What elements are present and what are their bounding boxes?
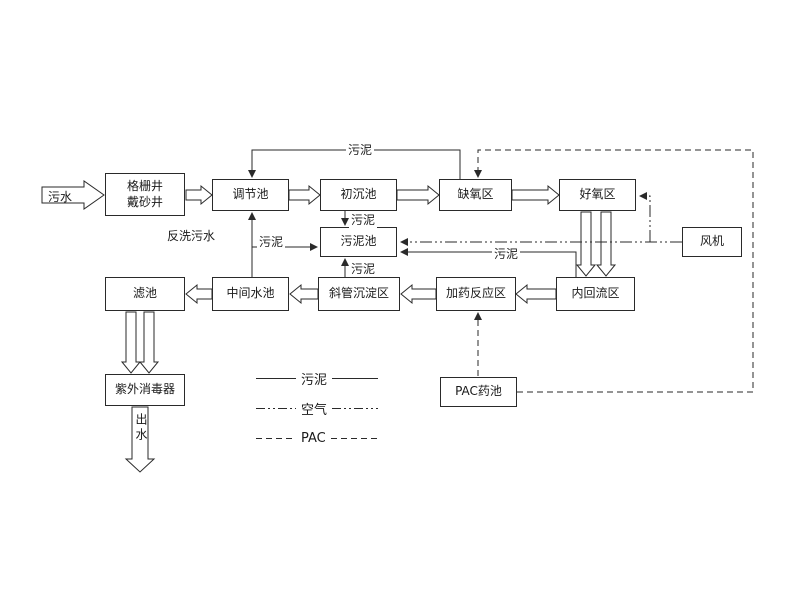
- box-grit-chamber: 格栅井 戴砂井: [105, 173, 185, 216]
- box-blower: 风机: [682, 227, 742, 257]
- pac-line-to-anoxic-zone: [474, 149, 754, 393]
- legend-line-dashed-right: [330, 437, 377, 439]
- influent-arrow: [41, 180, 105, 210]
- box-pac-tank: PAC药池: [440, 377, 517, 407]
- influent-label: 污水: [48, 190, 73, 204]
- sludge-line-inclined-to-sludge-tank: [341, 258, 349, 277]
- flow-arrow-filter-to-uv-2: [138, 311, 160, 374]
- legend: 污泥 空气 PAC: [256, 370, 379, 460]
- air-line-branch-to-aerobic: [639, 192, 651, 242]
- box-anoxic-zone: 缺氧区: [439, 179, 512, 211]
- flow-arrow-intermediate-to-filter: [185, 283, 213, 305]
- box-aerobic-zone: 好氧区: [559, 179, 636, 211]
- pac-line-to-dosing-zone: [474, 312, 482, 376]
- flow-arrow-filter-to-uv-1: [120, 311, 142, 374]
- flow-arrow-aerobic-to-reflux-2: [595, 211, 617, 277]
- sludge-line-reflux-to-sludge-tank: [400, 248, 577, 277]
- grit-chamber-label-line1: 格栅井: [126, 178, 163, 193]
- legend-item-sludge: 污泥: [256, 370, 379, 388]
- sludge-label-primary: 污泥: [349, 211, 378, 228]
- flow-arrow-regulating-to-primary: [288, 184, 321, 206]
- flow-arrow-inclined-to-intermediate: [289, 283, 319, 305]
- box-regulating-tank: 调节池: [212, 179, 289, 211]
- sludge-label-inclined: 污泥: [349, 260, 378, 277]
- effluent-arrow: [124, 406, 156, 473]
- box-uv-disinfector: 紫外消毒器: [105, 374, 185, 406]
- box-sludge-tank: 污泥池: [320, 227, 397, 257]
- air-line-blower-to-sludge-tank: [400, 238, 682, 246]
- sludge-label-branch: 污泥: [257, 233, 286, 250]
- flow-arrow-grit-to-regulating: [185, 184, 213, 206]
- box-intermediate-tank: 中间水池: [212, 277, 289, 311]
- legend-line-solid-right: [332, 377, 379, 379]
- box-filter-tank: 滤池: [105, 277, 185, 311]
- sludge-line-primary-to-sludge-tank: [341, 211, 349, 226]
- legend-line-solid-left: [256, 377, 296, 379]
- box-internal-reflux-zone: 内回流区: [556, 277, 635, 311]
- backwash-line-to-regulating: [248, 212, 256, 277]
- flow-arrow-primary-to-anoxic: [396, 184, 440, 206]
- legend-label-sludge: 污泥: [301, 372, 328, 388]
- flow-arrow-anoxic-to-aerobic: [511, 184, 560, 206]
- legend-label-pac: PAC: [301, 430, 326, 446]
- legend-line-dashdot-left: [256, 407, 296, 409]
- legend-line-dashed-left: [256, 437, 296, 439]
- flow-arrow-reflux-to-dosing: [515, 283, 557, 305]
- sludge-label-top: 污泥: [346, 141, 375, 158]
- box-dosing-reaction-zone: 加药反应区: [436, 277, 516, 311]
- box-inclined-tube-settling-zone: 斜管沉淀区: [318, 277, 400, 311]
- legend-label-air: 空气: [301, 402, 328, 418]
- grit-chamber-label-line2: 戴砂井: [126, 194, 163, 209]
- flow-arrow-aerobic-to-reflux-1: [575, 211, 597, 277]
- effluent-label: 出水: [134, 413, 148, 443]
- sludge-label-reflux: 污泥: [492, 245, 521, 262]
- legend-line-dashdot-right: [332, 407, 379, 409]
- legend-item-pac: PAC: [256, 430, 378, 446]
- legend-item-air: 空气: [256, 400, 379, 418]
- flow-arrow-dosing-to-inclined: [400, 283, 437, 305]
- backwash-label: 反洗污水: [167, 229, 216, 243]
- box-primary-sedimentation-tank: 初沉池: [320, 179, 397, 211]
